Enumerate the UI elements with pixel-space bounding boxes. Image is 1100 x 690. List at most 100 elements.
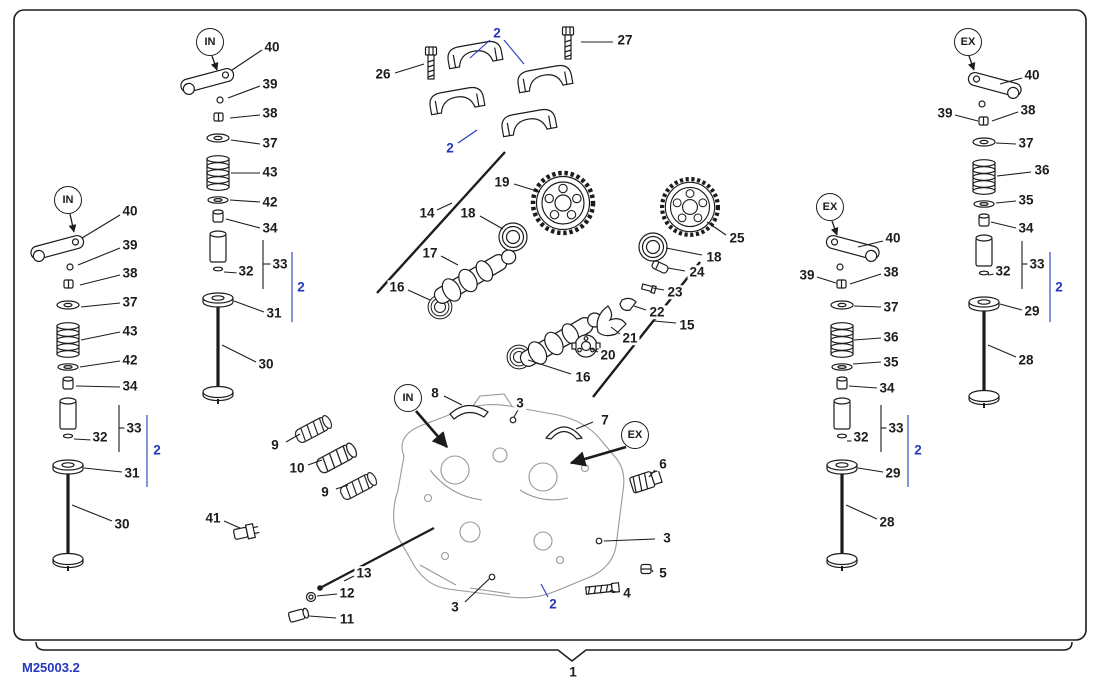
callout-40: 40	[1022, 67, 1042, 83]
callout-7: 7	[599, 412, 611, 428]
leader-line	[575, 421, 594, 430]
callout-2: 2	[491, 25, 503, 41]
leader-line	[77, 247, 121, 266]
leader-line	[394, 63, 425, 74]
badge-in: IN	[54, 186, 82, 214]
leader-line	[83, 467, 123, 473]
callout-40: 40	[883, 230, 903, 246]
leader-line	[229, 199, 261, 203]
callout-14: 14	[417, 205, 437, 221]
callout-37: 37	[881, 299, 901, 315]
leader-line	[603, 538, 656, 542]
callout-41: 41	[203, 510, 223, 526]
callout-2: 2	[444, 140, 456, 156]
leader-line	[223, 271, 239, 274]
callout-39: 39	[120, 237, 140, 253]
leader-line	[73, 438, 93, 441]
doc-code: M25003.2	[22, 660, 80, 675]
leader-line	[648, 469, 656, 478]
leader-line	[540, 583, 549, 598]
leader-line	[845, 504, 878, 520]
callout-13: 13	[354, 565, 374, 581]
leader-line	[633, 305, 647, 311]
callout-43: 43	[120, 323, 140, 339]
callout-33: 33	[124, 420, 144, 436]
leader-line	[849, 273, 882, 285]
leader-line	[652, 287, 665, 291]
callout-28: 28	[1016, 352, 1036, 368]
leader-line	[589, 347, 599, 353]
leader-line	[436, 202, 453, 211]
leader-line	[227, 85, 261, 99]
leader-line	[513, 183, 541, 193]
cam-end-parts	[571, 260, 669, 358]
callout-16: 16	[573, 369, 593, 385]
callout-31: 31	[264, 305, 284, 321]
head-small-parts	[449, 404, 603, 581]
callout-5: 5	[657, 565, 669, 581]
leader-line	[457, 129, 478, 144]
leader-line	[231, 49, 263, 71]
callout-38: 38	[260, 105, 280, 121]
callout-37: 37	[120, 294, 140, 310]
leader-line	[503, 39, 525, 65]
callout-34: 34	[260, 220, 280, 236]
assembly-brace	[35, 641, 1073, 662]
callout-43: 43	[260, 164, 280, 180]
callout-2: 2	[912, 442, 924, 458]
callout-39: 39	[935, 105, 955, 121]
callout-39: 39	[260, 76, 280, 92]
callout-30: 30	[112, 516, 132, 532]
leader-line	[996, 171, 1032, 177]
callout-26: 26	[373, 66, 393, 82]
leader-line	[995, 200, 1017, 204]
callout-3: 3	[661, 530, 673, 546]
callout-33: 33	[886, 420, 906, 436]
leader-line	[853, 337, 882, 341]
callout-9: 9	[269, 437, 281, 453]
leader-line	[999, 77, 1023, 85]
badge-ex: EX	[954, 28, 982, 56]
leader-line	[230, 139, 261, 145]
callout-33: 33	[270, 256, 290, 272]
callout-18: 18	[458, 205, 478, 221]
leader-line	[79, 360, 121, 368]
callout-4: 4	[621, 585, 633, 601]
callout-22: 22	[647, 304, 667, 320]
callout-42: 42	[260, 194, 280, 210]
callout-37: 37	[260, 135, 280, 151]
callout-3: 3	[514, 395, 526, 411]
leader-line	[308, 615, 337, 619]
callout-1: 1	[567, 664, 579, 680]
badge-ex: EX	[621, 421, 649, 449]
callout-38: 38	[1018, 102, 1038, 118]
callout-18: 18	[704, 249, 724, 265]
callout-35: 35	[881, 354, 901, 370]
leader-line	[987, 344, 1017, 358]
callout-40: 40	[120, 203, 140, 219]
callout-20: 20	[598, 347, 618, 363]
callout-40: 40	[262, 39, 282, 55]
leader-line	[316, 593, 338, 597]
pointer-arrow	[210, 55, 219, 71]
page-border	[13, 9, 1087, 641]
leader-line	[999, 303, 1023, 311]
pointer-arrow	[68, 213, 77, 233]
shaft-14	[376, 151, 506, 294]
callout-42: 42	[120, 352, 140, 368]
pointer-arrow	[569, 445, 627, 467]
leader-line	[307, 459, 323, 466]
leader-line	[995, 142, 1017, 145]
pointer-arrow	[967, 55, 976, 71]
callout-29: 29	[1022, 303, 1042, 319]
leader-line	[991, 111, 1019, 122]
callout-33: 33	[1027, 256, 1047, 272]
leader-line	[665, 247, 703, 256]
callout-2: 2	[547, 596, 559, 612]
leader-line	[990, 221, 1017, 229]
leader-line	[407, 289, 431, 301]
leader-line	[80, 331, 121, 341]
leader-line	[80, 302, 121, 308]
